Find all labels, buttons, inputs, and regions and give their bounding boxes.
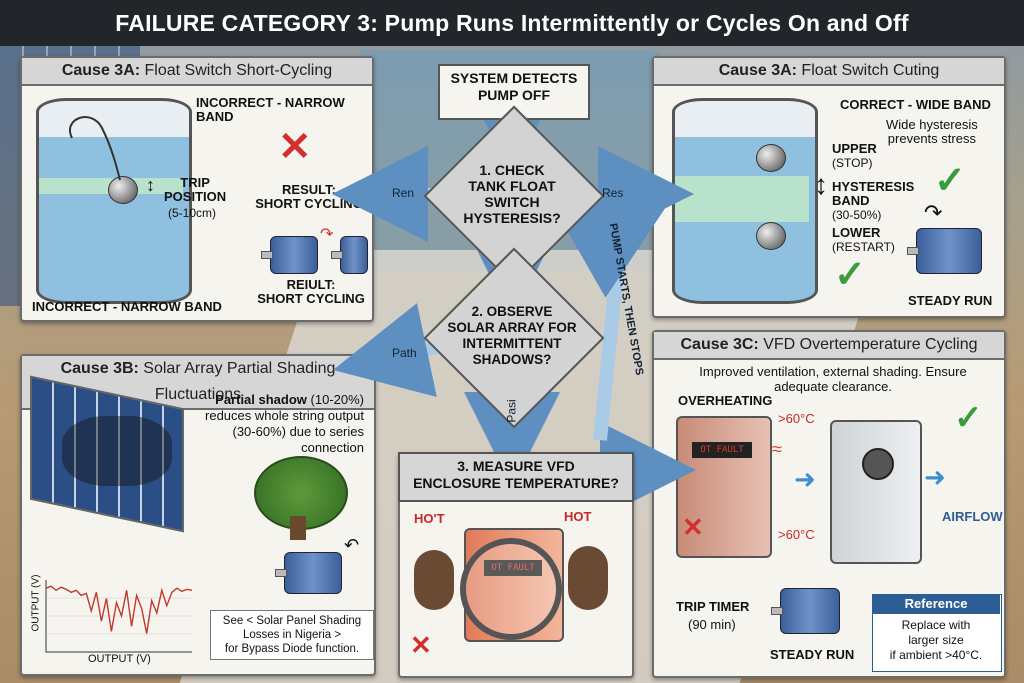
hysteresis-note: Wide hysteresis prevents stress: [886, 117, 978, 146]
flow-step-3-panel: 3. MEASURE VFD ENCLOSURE TEMPERATURE? HO…: [398, 452, 634, 678]
upper-label: UPPER: [832, 141, 877, 156]
vfd-ventilated: [830, 420, 922, 564]
rotation-arrow-icon: ↶: [344, 535, 360, 555]
airflow-label: AIRFLOW: [942, 509, 1003, 524]
see-note-text: See < Solar Panel Shading Losses in Nige…: [222, 615, 362, 655]
panel-cause-3c-vfd: Cause 3C: VFD Overtemperature Cycling Im…: [652, 330, 1006, 678]
cross-icon: ✕: [278, 125, 312, 169]
motor-icon-2: [331, 236, 368, 274]
airflow-arrow-icon-2: ➜: [924, 462, 946, 492]
hysteresis-arrow-icon: ↕: [814, 169, 828, 200]
flow-step-3-text: 3. MEASURE VFD ENCLOSURE TEMPERATURE?: [398, 452, 634, 502]
overheating-label: OVERHEATING: [678, 393, 773, 408]
cross-icon: ✕: [682, 512, 704, 542]
chart-x-axis-label: OUTPUT (V): [88, 653, 151, 665]
steady-run-label: STEADY RUN: [908, 293, 993, 308]
shadow-overlay: [62, 416, 172, 486]
panel-title-text: Solar Array Partial Shading Fluctuations: [143, 360, 336, 403]
hand-icon-left: [414, 550, 454, 610]
result-label-2: REIULT: SHORT CYCLING: [257, 277, 365, 306]
magnifier-icon: [460, 538, 562, 640]
output-chart: [45, 580, 193, 653]
shading-desc-text: (10-20%) reduces whole string output (30…: [205, 392, 364, 455]
rotation-arrow-icon: ↷: [924, 200, 943, 225]
shading-description: Partial shadow (10-20%) reduces whole st…: [172, 392, 364, 456]
lower-sub-label: (RESTART): [832, 240, 895, 254]
flow-label-left-2: Path: [392, 346, 417, 360]
hysteresis-sub-label: (30-50%): [832, 208, 882, 222]
panel-cause-3a-short-cycling: Cause 3A: Float Switch Short-Cycling INC…: [20, 56, 374, 322]
panel-title-bold: Cause 3B:: [60, 360, 139, 377]
flow-label-right-1: Res: [602, 186, 624, 200]
motor-icon: [261, 236, 318, 274]
steady-run-label: STEADY RUN: [770, 647, 855, 662]
trip-arrow-icon: ↕: [146, 175, 155, 195]
trip-minutes-label: (90 min): [688, 617, 736, 632]
temp-label-1: >60°C: [778, 411, 815, 426]
red-arrow-icon: ↷: [320, 226, 334, 243]
flow-label-left-1: Ren: [392, 186, 415, 200]
flow-step-1-text: 1. CHECK TANK FLOAT SWITCH HYSTERESIS?: [463, 162, 561, 226]
hand-icon-right: [568, 546, 608, 610]
panel-title-bold: Cause 3A:: [718, 62, 797, 79]
panel-title-bold: Cause 3C:: [680, 336, 759, 353]
motor-icon: [275, 552, 342, 594]
check-icon-2: ✓: [834, 254, 866, 296]
page-title: FAILURE CATEGORY 3: Pump Runs Intermitte…: [0, 0, 1024, 46]
panel-title-bold: Cause 3A:: [61, 62, 141, 79]
flow-label-down-2: Pasi: [504, 399, 519, 423]
lower-label: LOWER: [832, 225, 881, 240]
reference-text: Replace with larger size if ambient >40°…: [889, 618, 983, 662]
panel-cause-3b-shading: Cause 3B: Solar Array Partial Shading Fl…: [20, 354, 376, 676]
motor-icon: [771, 588, 840, 634]
trip-timer-label: TRIP TIMER: [676, 599, 750, 614]
wide-band: [675, 176, 809, 222]
trip-position-label: TRIP POSITION: [164, 175, 227, 204]
float-ball: [108, 176, 138, 204]
airflow-arrow-icon: ➜: [794, 464, 816, 494]
hysteresis-label: HYSTERESIS BAND: [832, 179, 915, 208]
motor-icon: [907, 228, 982, 274]
panel-title: Cause 3A: Float Switch Cuting: [654, 58, 1004, 86]
upper-sub-label: (STOP): [832, 156, 873, 170]
flow-step-2-text: 2. OBSERVE SOLAR ARRAY FOR INTERMITTENT …: [447, 304, 577, 367]
panel-title: Cause 3A: Float Switch Short-Cycling: [22, 58, 372, 86]
lower-float-ball: [756, 222, 786, 250]
fan-icon: [862, 448, 894, 480]
see-note-box: See < Solar Panel Shading Losses in Nige…: [210, 610, 374, 660]
reference-heading: Reference: [872, 594, 1000, 614]
check-icon: ✓: [934, 160, 966, 202]
heat-waves-icon: ≈: [772, 439, 782, 459]
band-label-top: INCORRECT - NARROW BAND: [196, 95, 345, 124]
hot-label-left: HO'T: [414, 511, 445, 526]
correct-heading: CORRECT - WIDE BAND: [840, 97, 991, 112]
upper-float-ball: [756, 144, 786, 172]
fault-display: OT FAULT: [692, 442, 752, 458]
shading-desc-bold: Partial shadow: [215, 392, 307, 407]
panel-title-text: VFD Overtemperature Cycling: [763, 336, 978, 353]
panel-title-text: Float Switch Short-Cycling: [144, 62, 333, 79]
chart-axes: [45, 580, 192, 653]
panel-title-text: Float Switch Cuting: [801, 62, 940, 79]
panel-cause-3a-wide-band: Cause 3A: Float Switch Cuting CORRECT - …: [652, 56, 1006, 318]
cross-icon: ✕: [410, 630, 432, 660]
float-cable: [69, 116, 121, 181]
panel-title: Cause 3C: VFD Overtemperature Cycling: [654, 332, 1004, 360]
vfd-note: Improved ventilation, external shading. …: [699, 364, 967, 394]
chart-series-line: [45, 585, 193, 634]
check-icon: ✓: [954, 399, 983, 437]
temp-label-2: >60°C: [778, 527, 815, 542]
band-label-bottom: INCORRECT - NARROW BAND: [32, 299, 222, 314]
trip-range-label: (5-10cm): [168, 206, 217, 220]
hot-label-right: HOT: [564, 509, 592, 524]
tree-trunk: [290, 516, 306, 540]
